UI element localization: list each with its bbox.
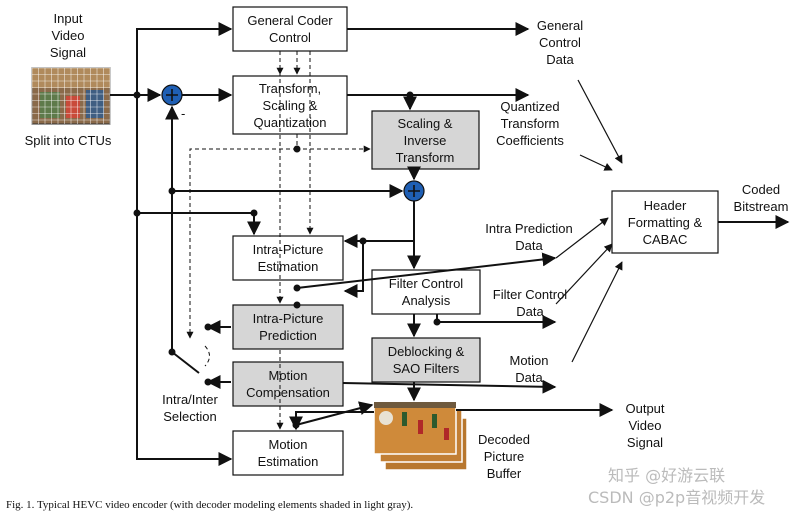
split-into-ctus-label: Split into CTUs bbox=[25, 133, 112, 148]
figure-caption: Fig. 1. Typical HEVC video encoder (with… bbox=[6, 499, 413, 511]
control-dashed-lines bbox=[186, 51, 371, 430]
intra-inter-switch bbox=[171, 351, 200, 374]
input-ctu-image bbox=[31, 67, 111, 125]
zhihu-watermark: 知乎 @好游云联 bbox=[608, 466, 725, 485]
reconstruction-adder bbox=[403, 180, 425, 202]
svg-text:Transform,Scaling &Quantizatio: Transform,Scaling &Quantization bbox=[254, 81, 327, 130]
subtraction-adder bbox=[161, 84, 183, 106]
signal-lines bbox=[110, 22, 790, 466]
decoded-picture-buffer-stack bbox=[373, 401, 468, 471]
minus-sign: - bbox=[181, 106, 185, 121]
svg-text:Deblocking &SAO Filters: Deblocking &SAO Filters bbox=[388, 344, 465, 376]
transform-scaling-quantization-block: Transform,Scaling &Quantization bbox=[232, 75, 348, 135]
header-input-arrows bbox=[555, 79, 623, 363]
deblocking-sao-filters-block: Deblocking &SAO Filters bbox=[371, 337, 481, 383]
junction-dots bbox=[133, 91, 441, 429]
csdn-watermark: CSDN @p2p音视频开发 bbox=[588, 488, 765, 507]
